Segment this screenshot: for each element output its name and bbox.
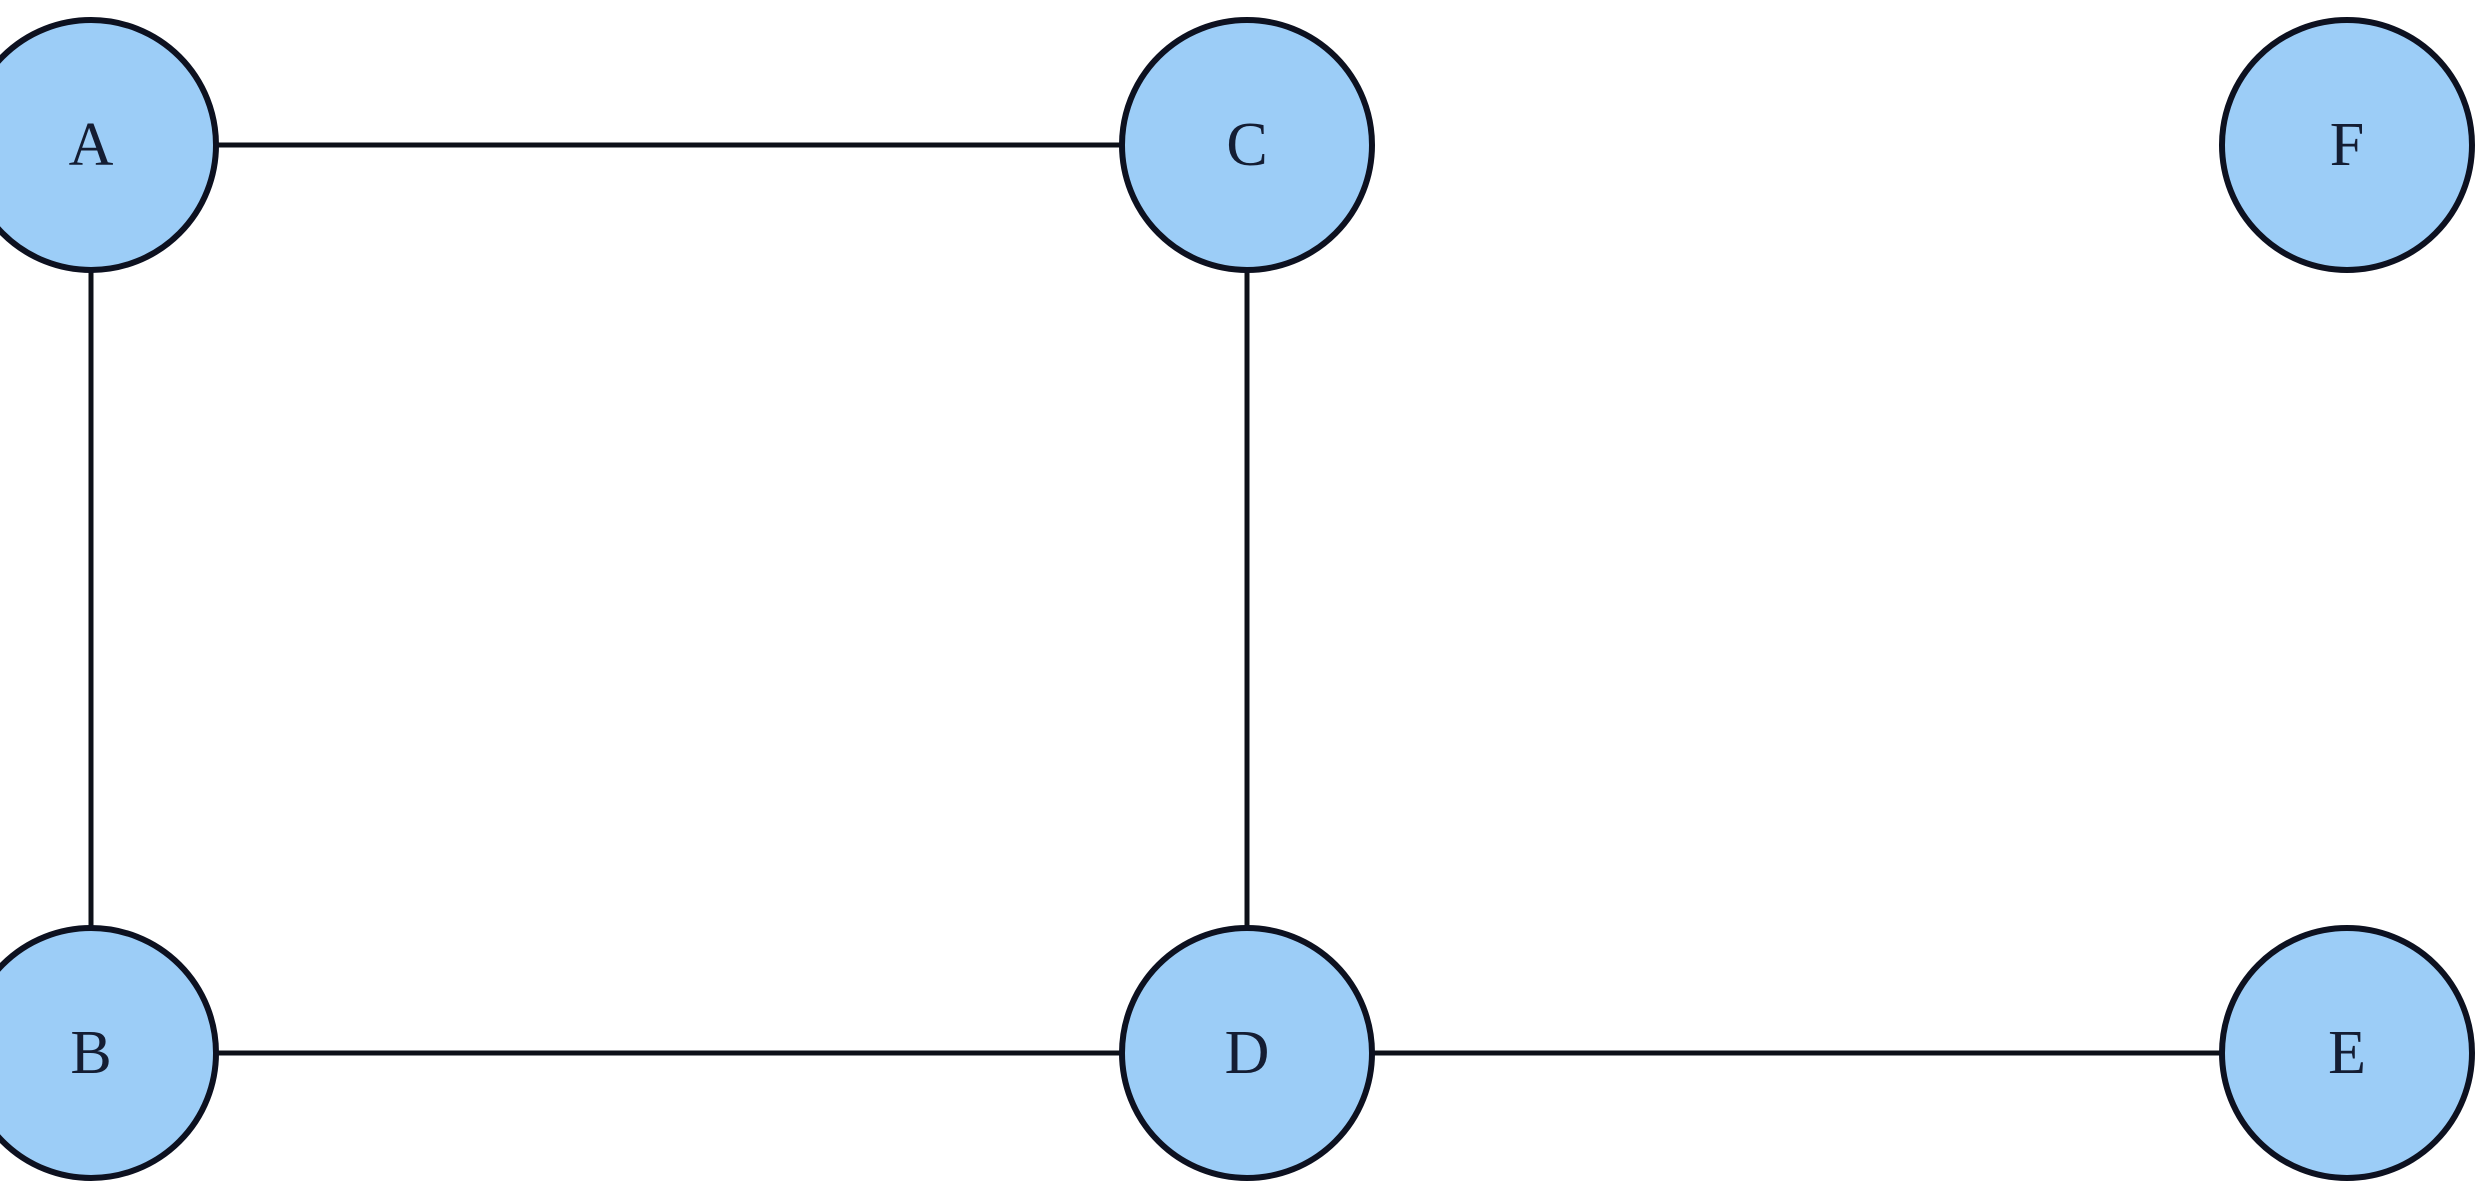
graph-node-b[interactable]: B <box>0 925 219 1181</box>
graph-node-c[interactable]: C <box>1119 17 1375 273</box>
graph-node-d[interactable]: D <box>1119 925 1375 1181</box>
graph-node-label-f: F <box>2330 111 2364 179</box>
graph-node-label-c: C <box>1226 111 1267 179</box>
graph-node-circle-d[interactable] <box>1119 925 1375 1181</box>
graph-node-label-e: E <box>2328 1019 2366 1087</box>
graph-node-circle-f[interactable] <box>2219 17 2475 273</box>
graph-node-f[interactable]: F <box>2219 17 2475 273</box>
node-layer: A C F B D E <box>0 17 2475 1181</box>
edge-layer <box>88 142 2222 1056</box>
graph-node-a[interactable]: A <box>0 17 219 273</box>
graph-node-e[interactable]: E <box>2219 925 2475 1181</box>
graph-node-circle-a[interactable] <box>0 17 219 273</box>
graph-node-circle-b[interactable] <box>0 925 219 1181</box>
graph-node-circle-e[interactable] <box>2219 925 2475 1181</box>
graph-node-label-a: A <box>69 111 114 179</box>
graph-node-circle-c[interactable] <box>1119 17 1375 273</box>
graph-node-label-d: D <box>1225 1019 1270 1087</box>
graph-node-label-b: B <box>70 1019 111 1087</box>
